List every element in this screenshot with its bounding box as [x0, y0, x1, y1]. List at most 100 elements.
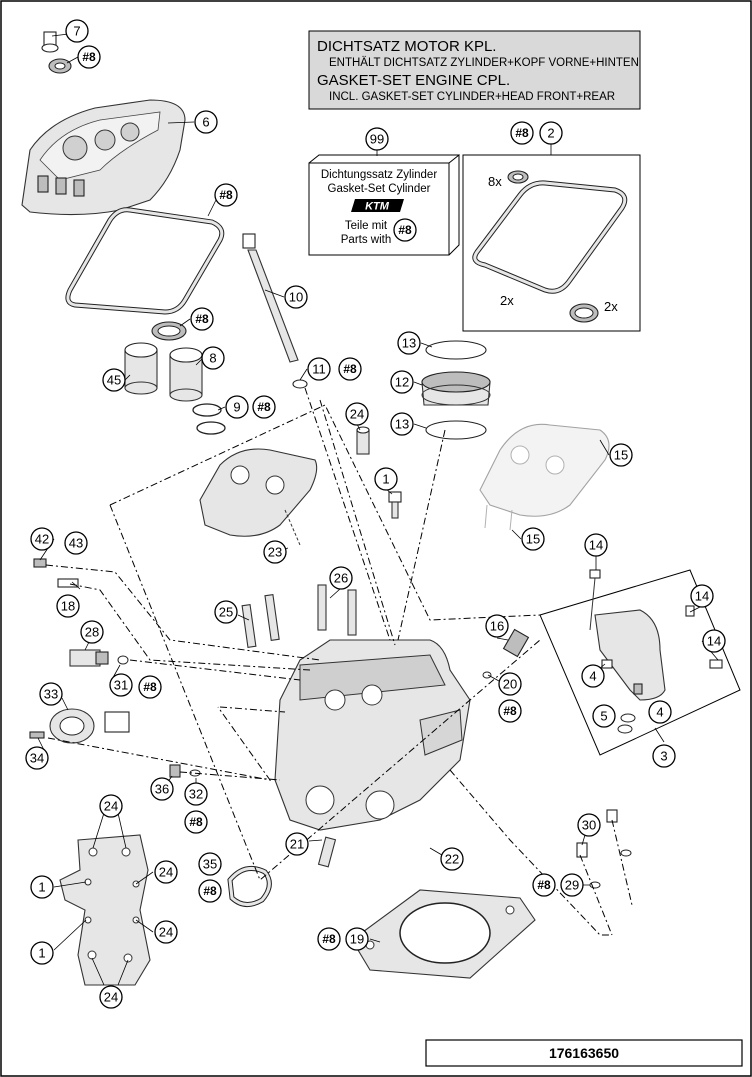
- qty-8x: 8x: [488, 174, 502, 189]
- callout-hash8-kit: #8: [510, 121, 534, 145]
- callout-15-top: 15: [609, 443, 633, 467]
- svg-text:#8: #8: [322, 932, 336, 946]
- callout-18: 18: [56, 594, 80, 618]
- callout-2: 2: [539, 121, 563, 145]
- svg-text:29: 29: [565, 878, 579, 893]
- spark-plug-tube-left: [124, 342, 158, 395]
- svg-text:35: 35: [203, 857, 217, 872]
- callout-34: 34: [25, 746, 49, 770]
- large-seal-ring: [569, 303, 599, 323]
- callout-43: 43: [64, 531, 88, 555]
- callout-8: 8: [201, 346, 225, 370]
- callout-25: 25: [214, 600, 238, 624]
- svg-text:26: 26: [334, 571, 348, 586]
- svg-text:22: 22: [445, 852, 459, 867]
- callout-42: 42: [30, 527, 54, 551]
- callout-36: 36: [150, 777, 174, 801]
- svg-text:25: 25: [219, 605, 233, 620]
- callout-28: 28: [80, 620, 104, 644]
- gasket-set-engine-info-box: DICHTSATZ MOTOR KPL. ENTHÄLT DICHTSATZ Z…: [308, 30, 641, 110]
- svg-text:#8: #8: [195, 312, 209, 326]
- callout-10: 10: [284, 285, 308, 309]
- callout-15-bottom: 15: [521, 527, 545, 551]
- exhaust-gasket: [227, 865, 272, 907]
- svg-text:15: 15: [614, 448, 628, 463]
- callout-32: 32: [184, 782, 208, 806]
- svg-text:45: 45: [107, 373, 121, 388]
- svg-text:18: 18: [61, 599, 75, 614]
- callout-26: 26: [329, 566, 353, 590]
- callout-33: 33: [39, 682, 63, 706]
- gasket-box-badge: #8: [393, 218, 417, 242]
- svg-text:24: 24: [159, 865, 173, 880]
- callout-1-bolt: 1: [374, 467, 398, 491]
- assembly-lines: [45, 387, 633, 936]
- callout-24-bottom: 24: [99, 985, 123, 1009]
- callout-13-bottom: 13: [390, 412, 414, 436]
- svg-text:21: 21: [290, 837, 304, 852]
- callout-14-lower: 14: [702, 629, 726, 653]
- dowel-pin: [356, 426, 370, 455]
- svg-text:12: 12: [395, 375, 409, 390]
- diagram-number: 176163650: [549, 1045, 619, 1061]
- callout-31: 31: [109, 673, 133, 697]
- callouts: 7 #8 6 #8 99 #8 2 10 #8 45 8 9 #8 11 #8 …: [25, 19, 726, 1009]
- svg-text:1: 1: [382, 472, 389, 487]
- gasket-box-line-2: Gasket-Set Cylinder: [328, 183, 431, 195]
- callout-24-right-lower: 24: [154, 920, 178, 944]
- valve-cover-gasket: [65, 207, 225, 315]
- svg-text:6: 6: [202, 115, 209, 130]
- svg-text:99: 99: [370, 132, 384, 147]
- valves: [241, 584, 357, 648]
- callout-hash8-seal-top: #8: [77, 45, 101, 69]
- svg-text:32: 32: [189, 787, 203, 802]
- svg-text:4: 4: [656, 705, 663, 720]
- svg-text:#8: #8: [219, 188, 233, 202]
- svg-text:16: 16: [490, 619, 504, 634]
- water-pump-box: [539, 569, 741, 756]
- callout-hash8-35: #8: [198, 879, 222, 903]
- spark-plug-tube-right: [169, 347, 203, 402]
- svg-text:15: 15: [526, 532, 540, 547]
- callout-24-pin: 24: [345, 402, 369, 426]
- gasket-box-line-3: Teile mit: [345, 220, 388, 232]
- callout-hash8-cover-gasket: #8: [214, 183, 238, 207]
- svg-text:14: 14: [695, 589, 709, 604]
- svg-text:#8: #8: [343, 362, 357, 376]
- callout-hash8-seal-ring: #8: [190, 307, 214, 331]
- svg-text:31: 31: [114, 678, 128, 693]
- callout-hash8-20: #8: [498, 699, 522, 723]
- svg-text:7: 7: [73, 24, 80, 39]
- svg-text:3: 3: [660, 749, 667, 764]
- camshaft-bearing-bridge-ghost: [479, 423, 610, 531]
- callout-29: 29: [560, 873, 584, 897]
- svg-text:#8: #8: [257, 400, 271, 414]
- callout-20: 20: [498, 672, 522, 696]
- small-bolt: [388, 491, 402, 519]
- callout-16: 16: [485, 614, 509, 638]
- callout-45: 45: [102, 368, 126, 392]
- intake-flange: [421, 340, 491, 440]
- svg-text:36: 36: [155, 782, 169, 797]
- callout-4-left: 4: [581, 664, 605, 688]
- gasket-set-cylinder-box: Dichtungssatz Zylinder Gasket-Set Cylind…: [308, 153, 460, 256]
- svg-text:24: 24: [350, 407, 364, 422]
- callout-14-top: 14: [584, 533, 608, 557]
- head-gasket: [351, 889, 536, 979]
- svg-text:28: 28: [85, 625, 99, 640]
- svg-text:24: 24: [104, 990, 118, 1005]
- svg-text:#8: #8: [515, 126, 529, 140]
- callout-19: 19: [345, 927, 369, 951]
- svg-text:42: 42: [35, 532, 49, 547]
- svg-text:30: 30: [582, 818, 596, 833]
- svg-text:33: 33: [44, 687, 58, 702]
- o-rings: [192, 403, 226, 435]
- valve-cover: [21, 99, 186, 216]
- info-line-3: GASKET-SET ENGINE CPL.: [317, 72, 510, 89]
- svg-text:#8: #8: [143, 680, 157, 694]
- callout-6: 6: [194, 110, 218, 134]
- svg-text:1: 1: [38, 946, 45, 961]
- callout-4-right: 4: [648, 700, 672, 724]
- qty-2x-ring: 2x: [604, 299, 618, 314]
